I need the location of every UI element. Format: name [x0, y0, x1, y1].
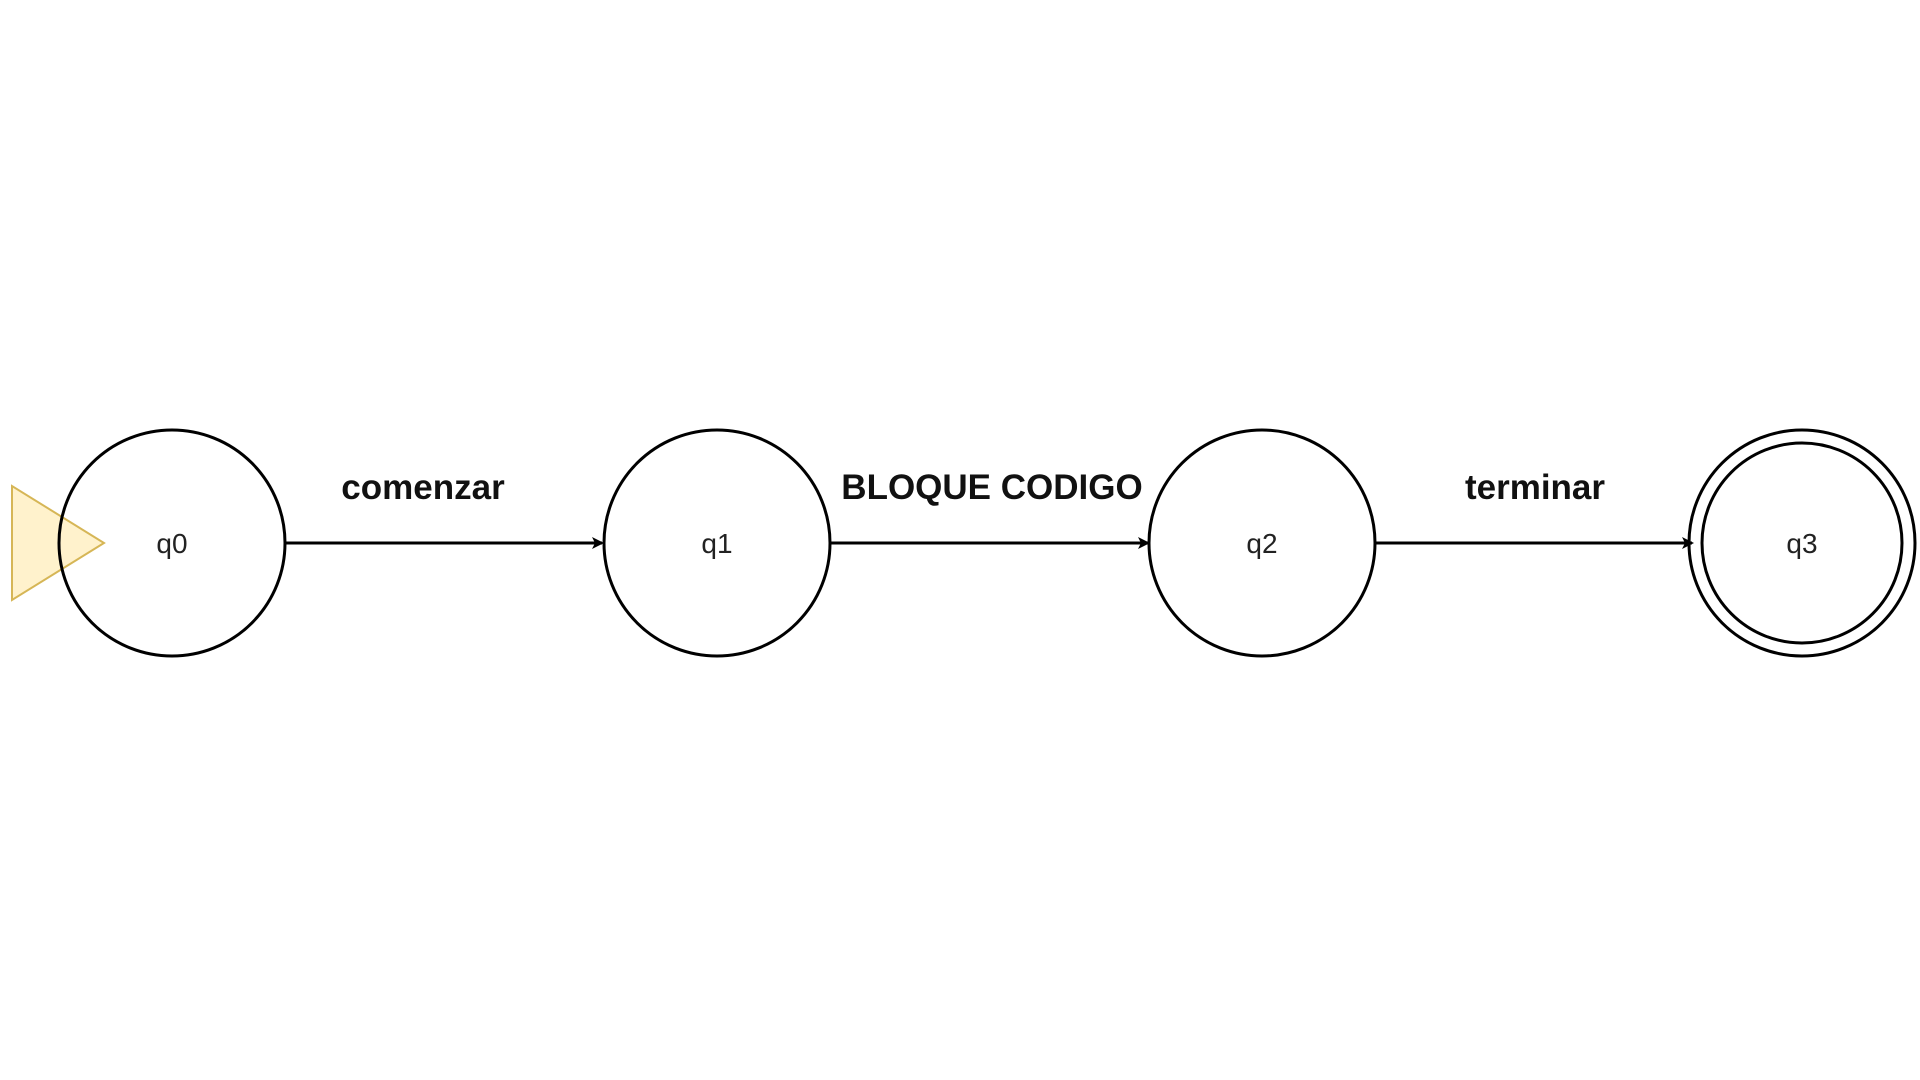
state-q0[interactable]: q0	[57, 428, 287, 658]
state-outer-circle	[1687, 428, 1917, 658]
state-label: q3	[1786, 528, 1817, 559]
state-inner-circle	[1700, 441, 1904, 645]
state-label: q2	[1246, 528, 1277, 559]
state-q3-accepting[interactable]: q3	[1687, 428, 1917, 658]
state-q2[interactable]: q2	[1147, 428, 1377, 658]
state-label: q1	[701, 528, 732, 559]
state-label: q0	[156, 528, 187, 559]
state-circle	[1147, 428, 1377, 658]
transition-q0-q1: comenzar	[284, 468, 604, 549]
transition-q1-q2: BLOQUE CODIGO	[830, 468, 1150, 549]
transition-label: terminar	[1465, 468, 1605, 507]
transition-q2-q3: terminar	[1376, 468, 1694, 549]
state-circle	[602, 428, 832, 658]
transition-label: comenzar	[341, 468, 505, 507]
state-q1[interactable]: q1	[602, 428, 832, 658]
state-circle	[57, 428, 287, 658]
transition-label: BLOQUE CODIGO	[841, 468, 1142, 507]
